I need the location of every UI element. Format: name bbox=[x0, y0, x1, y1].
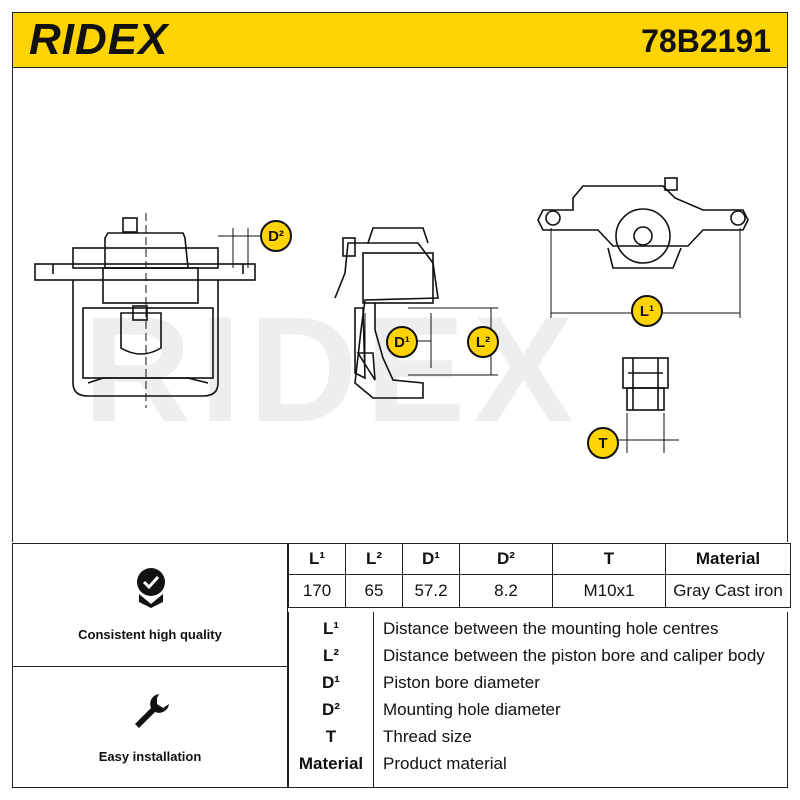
caliper-side-view bbox=[334, 227, 439, 399]
legend-desc: Piston bore diameter bbox=[383, 673, 540, 692]
caliper-drawings bbox=[34, 177, 749, 453]
badge-d2: D² bbox=[260, 220, 292, 252]
spec-value-material: Gray Cast iron bbox=[665, 574, 791, 608]
badge-d1: D¹ bbox=[386, 326, 418, 358]
dim-d2 bbox=[218, 228, 265, 268]
badge-t: T bbox=[587, 427, 619, 459]
bolt-detail bbox=[622, 357, 669, 411]
dim-t bbox=[611, 413, 679, 453]
spec-header-row: L¹ L² D¹ D² T Material bbox=[288, 543, 791, 575]
legend-key: L¹ bbox=[322, 619, 340, 638]
legend-key: L² bbox=[322, 646, 340, 665]
spec-header-l1: L¹ bbox=[288, 543, 346, 575]
wrench-icon bbox=[135, 694, 169, 728]
legend-row: L¹ Distance between the mounting hole ce… bbox=[289, 619, 789, 645]
legend-key: D¹ bbox=[322, 673, 340, 692]
spec-value-d1: 57.2 bbox=[402, 574, 460, 608]
legend-row: L² Distance between the piston bore and … bbox=[289, 646, 789, 672]
spec-header-material: Material bbox=[665, 543, 791, 575]
spec-value-row: 170 65 57.2 8.2 M10x1 Gray Cast iron bbox=[288, 574, 791, 608]
caliper-top-view bbox=[537, 177, 749, 269]
legend-key: Material bbox=[298, 754, 364, 773]
badge-l2: L² bbox=[467, 326, 499, 358]
feature-installation-label: Easy installation bbox=[98, 749, 202, 764]
legend-row: T Thread size bbox=[289, 727, 789, 753]
spec-value-d2: 8.2 bbox=[459, 574, 553, 608]
spec-value-l2: 65 bbox=[345, 574, 403, 608]
brand-logo: RIDEX bbox=[29, 15, 169, 64]
spec-header-d1: D¹ bbox=[402, 543, 460, 575]
header-bar: RIDEX 78B2191 bbox=[12, 12, 788, 68]
technical-drawing: RIDEX bbox=[12, 68, 788, 542]
legend-desc: Mounting hole diameter bbox=[383, 700, 561, 719]
dim-d1-l2 bbox=[364, 307, 498, 376]
legend-desc: Thread size bbox=[383, 727, 472, 746]
feature-quality-label: Consistent high quality bbox=[78, 627, 222, 642]
legend-separator bbox=[373, 612, 374, 788]
feature-divider bbox=[13, 666, 287, 667]
part-number: 78B2191 bbox=[641, 23, 771, 59]
legend-desc: Product material bbox=[383, 754, 507, 773]
legend-row: Material Product material bbox=[289, 754, 789, 780]
features-panel: Consistent high quality Easy installatio… bbox=[12, 543, 288, 788]
spec-header-d2: D² bbox=[459, 543, 553, 575]
spec-value-l1: 170 bbox=[288, 574, 346, 608]
quality-check-icon bbox=[137, 568, 165, 608]
spec-header-l2: L² bbox=[345, 543, 403, 575]
watermark: RIDEX bbox=[83, 285, 582, 453]
spec-value-t: M10x1 bbox=[552, 574, 666, 608]
badge-l1: L¹ bbox=[631, 295, 663, 327]
legend-key: T bbox=[325, 727, 337, 746]
spec-table: L¹ L² D¹ D² T Material 170 65 57.2 8.2 M… bbox=[288, 543, 791, 608]
legend-desc: Distance between the piston bore and cal… bbox=[383, 646, 765, 665]
legend-row: D¹ Piston bore diameter bbox=[289, 673, 789, 699]
legend-desc: Distance between the mounting hole centr… bbox=[383, 619, 719, 638]
spec-header-t: T bbox=[552, 543, 666, 575]
legend-row: D² Mounting hole diameter bbox=[289, 700, 789, 726]
dimension-legend: L¹ Distance between the mounting hole ce… bbox=[288, 612, 788, 788]
legend-key: D² bbox=[322, 700, 340, 719]
caliper-front-view bbox=[34, 213, 256, 408]
